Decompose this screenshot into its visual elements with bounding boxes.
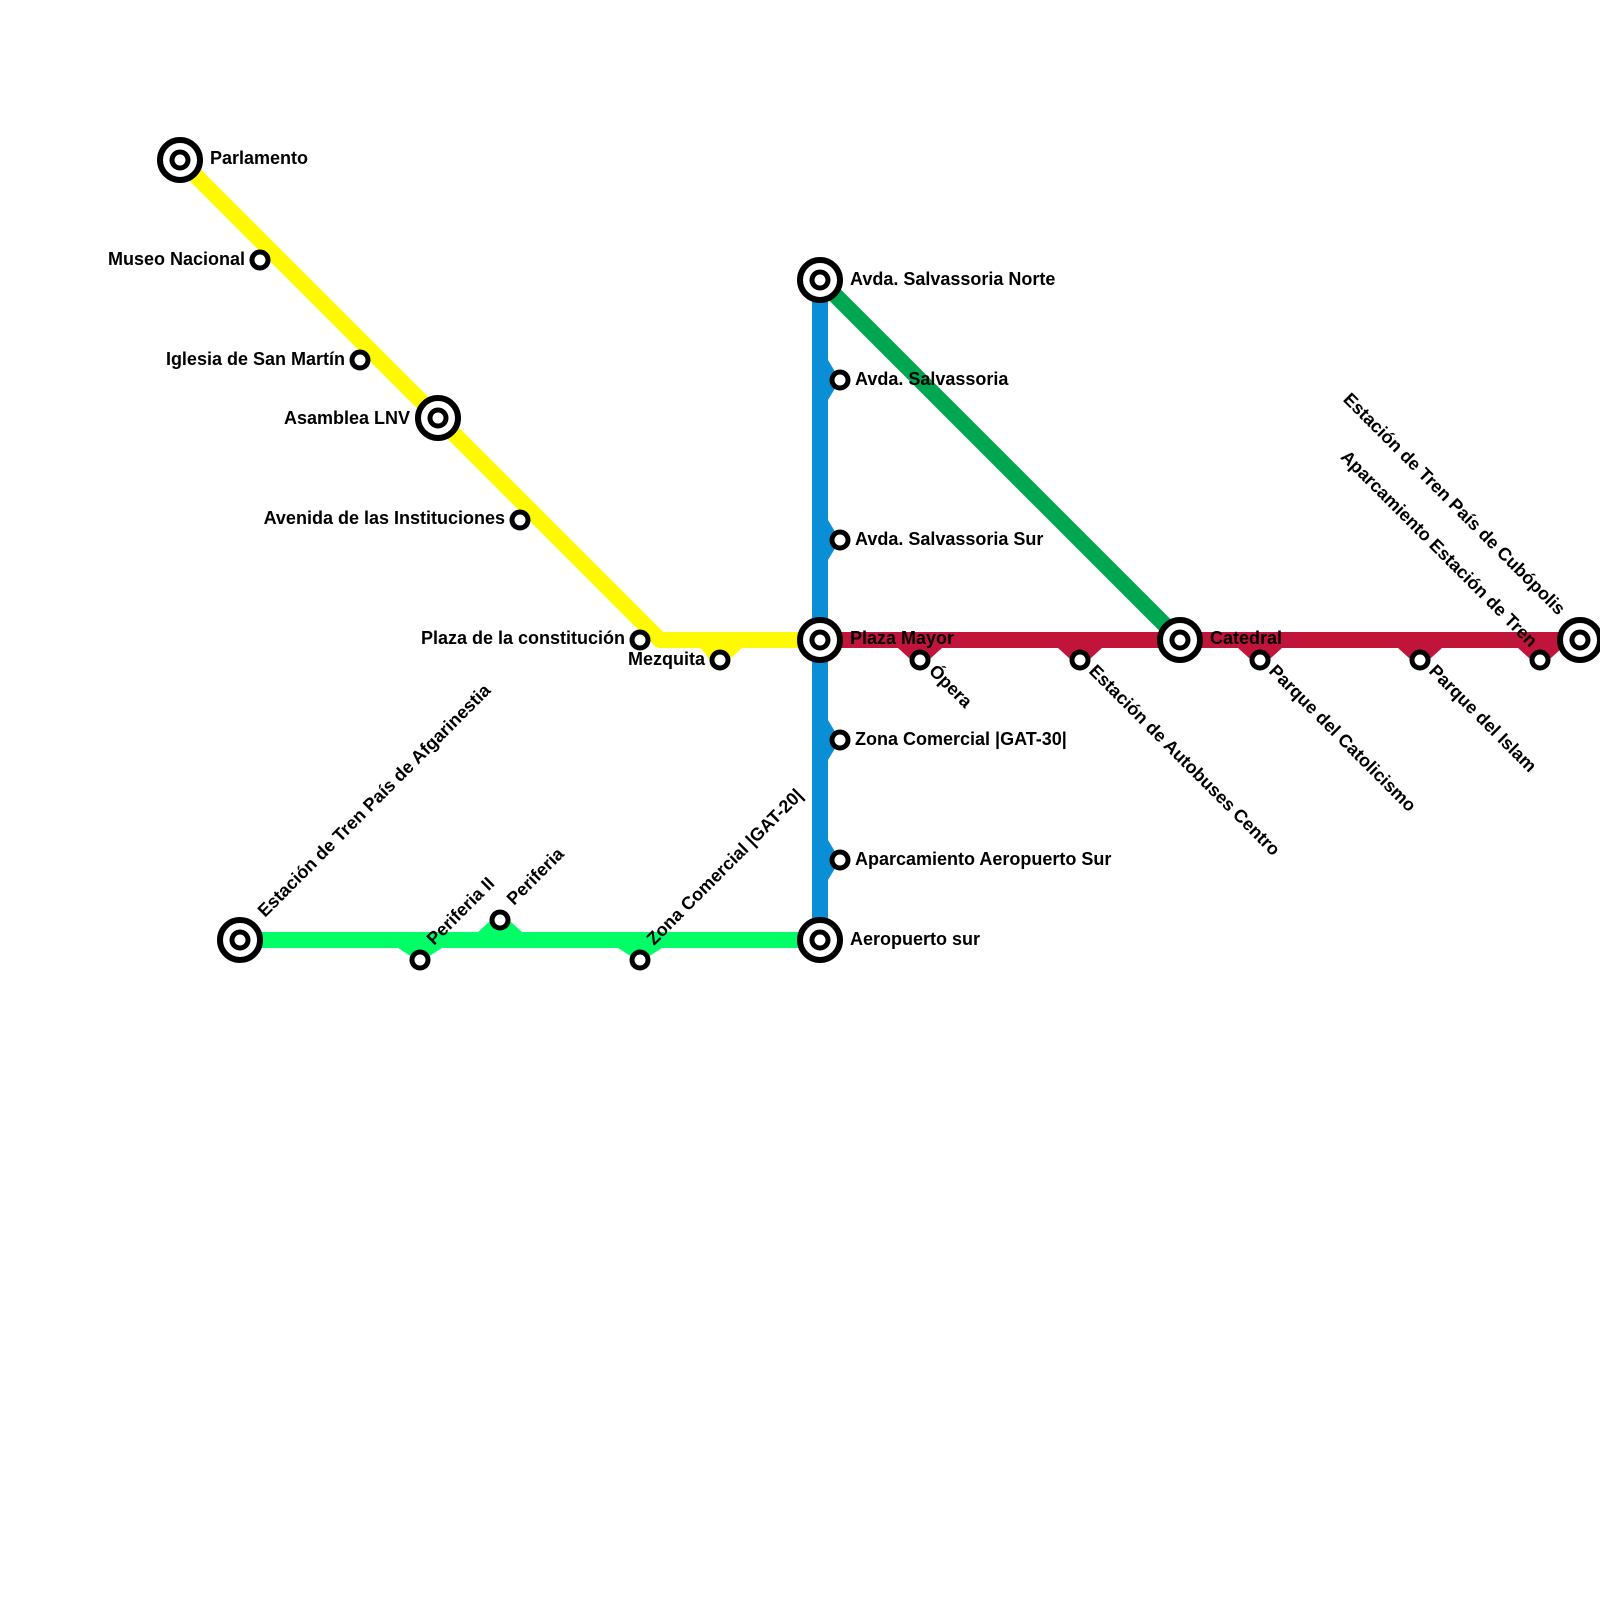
label-iglesia: Iglesia de San Martín: [166, 349, 345, 369]
label-avenida-instituciones: Avenida de las Instituciones: [264, 508, 505, 528]
label-mezquita: Mezquita: [628, 649, 706, 669]
station-salvassoria[interactable]: [829, 369, 851, 391]
station-catedral[interactable]: [1157, 617, 1203, 663]
station-plaza-mayor[interactable]: [797, 617, 843, 663]
label-zona-gat20: Zona Comercial |GAT-20|: [643, 785, 807, 949]
station-asamblea[interactable]: [415, 395, 461, 441]
station-aeropuerto-sur[interactable]: [797, 917, 843, 963]
station-periferia-ii[interactable]: [409, 949, 431, 971]
label-opera: Ópera: [925, 660, 977, 712]
line-dark-green: [814, 274, 1186, 646]
station-aparcamiento-aeropuerto[interactable]: [829, 849, 851, 871]
label-museo-nacional: Museo Nacional: [108, 249, 245, 269]
label-aeropuerto-sur: Aeropuerto sur: [850, 929, 980, 949]
station-zona-gat30[interactable]: [829, 729, 851, 751]
line-yellow: [174, 154, 820, 648]
station-catolicismo[interactable]: [1249, 649, 1271, 671]
station-avenida-instituciones[interactable]: [509, 509, 531, 531]
station-mezquita[interactable]: [709, 649, 731, 671]
station-plaza-constitucion[interactable]: [629, 629, 651, 651]
label-tren-cubopolis: Estación de Tren País de Cubópolis: [1339, 389, 1569, 619]
station-opera[interactable]: [909, 649, 931, 671]
station-autobuses[interactable]: [1069, 649, 1091, 671]
label-plaza-mayor: Plaza Mayor: [850, 628, 954, 648]
label-salvassoria: Avda. Salvassoria: [855, 369, 1009, 389]
station-aparcamiento-tren[interactable]: [1529, 649, 1551, 671]
label-catolicismo: Parque del Catolicismo: [1265, 661, 1420, 816]
label-catedral: Catedral: [1210, 628, 1282, 648]
station-iglesia[interactable]: [349, 349, 371, 371]
station-zona-gat20[interactable]: [629, 949, 651, 971]
station-periferia[interactable]: [489, 909, 511, 931]
station-salvassoria-sur[interactable]: [829, 529, 851, 551]
simple-stations: [249, 249, 1551, 971]
label-plaza-constitucion: Plaza de la constitución: [421, 628, 625, 648]
label-salvassoria-sur: Avda. Salvassoria Sur: [855, 529, 1043, 549]
label-islam: Parque del Islam: [1425, 661, 1540, 776]
interchange-stations: [157, 137, 1600, 963]
station-parlamento[interactable]: [157, 137, 203, 183]
label-asamblea: Asamblea LNV: [284, 408, 410, 428]
station-islam[interactable]: [1409, 649, 1431, 671]
station-tren-afgarinestia[interactable]: [217, 917, 263, 963]
station-tren-cubopolis[interactable]: [1557, 617, 1600, 663]
label-aparcamiento-aeropuerto: Aparcamiento Aeropuerto Sur: [855, 849, 1111, 869]
label-parlamento: Parlamento: [210, 148, 308, 168]
label-zona-gat30: Zona Comercial |GAT-30|: [855, 729, 1067, 749]
line-segments: [174, 154, 1580, 948]
station-museo-nacional[interactable]: [249, 249, 271, 271]
label-salvassoria-norte: Avda. Salvassoria Norte: [850, 269, 1055, 289]
station-salvassoria-norte[interactable]: [797, 257, 843, 303]
label-autobuses: Estación de Autobuses Centro: [1085, 661, 1284, 860]
label-periferia: Periferia: [503, 843, 569, 909]
label-tren-afgarinestia: Estación de Tren País de Afgarinestia: [254, 679, 495, 920]
